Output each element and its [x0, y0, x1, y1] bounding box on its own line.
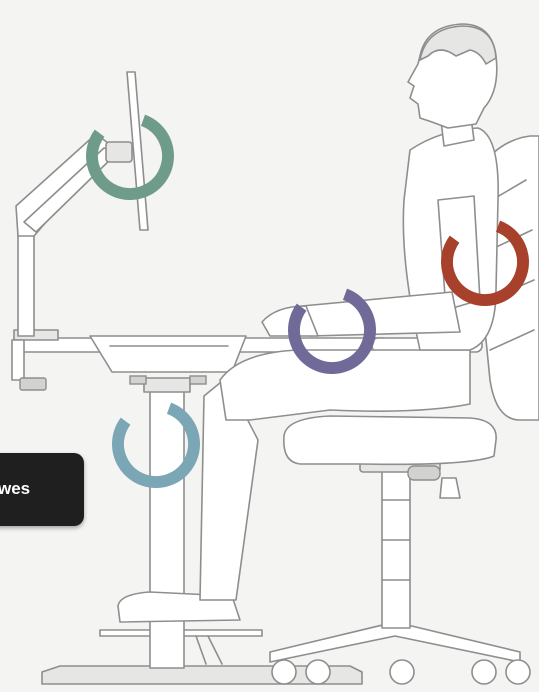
tooltip-badge[interactable]: wes — [0, 453, 84, 526]
tooltip-label: wes — [0, 479, 30, 499]
monitor-arm — [16, 134, 132, 336]
